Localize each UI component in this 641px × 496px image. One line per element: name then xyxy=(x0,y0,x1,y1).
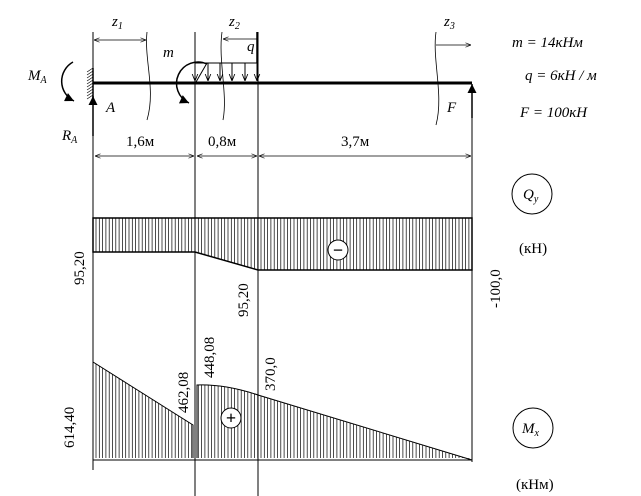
shear-symbol-circle xyxy=(511,173,553,215)
ra-label: RA xyxy=(61,128,78,146)
moment-sign: + xyxy=(226,408,236,428)
m-label: m xyxy=(163,45,174,61)
moment-label-3: 448,08 xyxy=(202,337,218,378)
given-q: q = 6кН / м xyxy=(525,68,597,84)
moment-label-4: 370,0 xyxy=(263,357,279,391)
q-label: q xyxy=(247,39,255,55)
hatch-line xyxy=(86,73,94,79)
moment-ma-arrow xyxy=(60,61,75,102)
fixed-support xyxy=(86,67,94,100)
moment-label-1: 614,40 xyxy=(62,407,78,448)
moment-diagram: + xyxy=(92,361,473,461)
hatch-line xyxy=(86,82,94,88)
hatch-line xyxy=(86,70,94,76)
f-label: F xyxy=(446,100,457,116)
z3-label: z3 xyxy=(443,14,455,32)
given-m: m = 14кНм xyxy=(512,35,583,51)
given-f: F = 100кН xyxy=(519,105,588,121)
shear-sign: − xyxy=(333,240,343,260)
moment-symbol-circle xyxy=(512,407,554,449)
hatch-line xyxy=(86,88,94,94)
ma-label: MA xyxy=(27,68,48,86)
hatch-line xyxy=(86,85,94,91)
moment-m-arrow xyxy=(175,61,208,104)
moment-symbol: Mx xyxy=(521,421,540,439)
hatch-line xyxy=(86,79,94,85)
distributed-load-q xyxy=(195,62,258,83)
section-dimensions xyxy=(94,32,471,63)
moment-label-2: 462,08 xyxy=(176,372,192,413)
hatch-line xyxy=(86,76,94,82)
hatch-line xyxy=(86,67,94,73)
dim-1: 1,6м xyxy=(126,134,155,150)
shear-label-3: -100,0 xyxy=(488,269,504,308)
hatch-line xyxy=(86,91,94,97)
section-cuts xyxy=(146,31,440,126)
shear-unit: (кН) xyxy=(519,241,547,257)
dim-2: 0,8м xyxy=(208,134,237,150)
z1-label: z1 xyxy=(111,14,123,32)
dim-3: 3,7м xyxy=(341,134,370,150)
moment-unit: (кНм) xyxy=(516,477,554,493)
z2-label: z2 xyxy=(228,14,240,32)
shear-symbol: Qy xyxy=(523,187,539,205)
shear-label-1: 95,20 xyxy=(72,251,88,285)
shear-diagram: − xyxy=(92,217,473,271)
a-label: A xyxy=(105,100,116,116)
shear-label-2: 95,20 xyxy=(236,283,252,317)
